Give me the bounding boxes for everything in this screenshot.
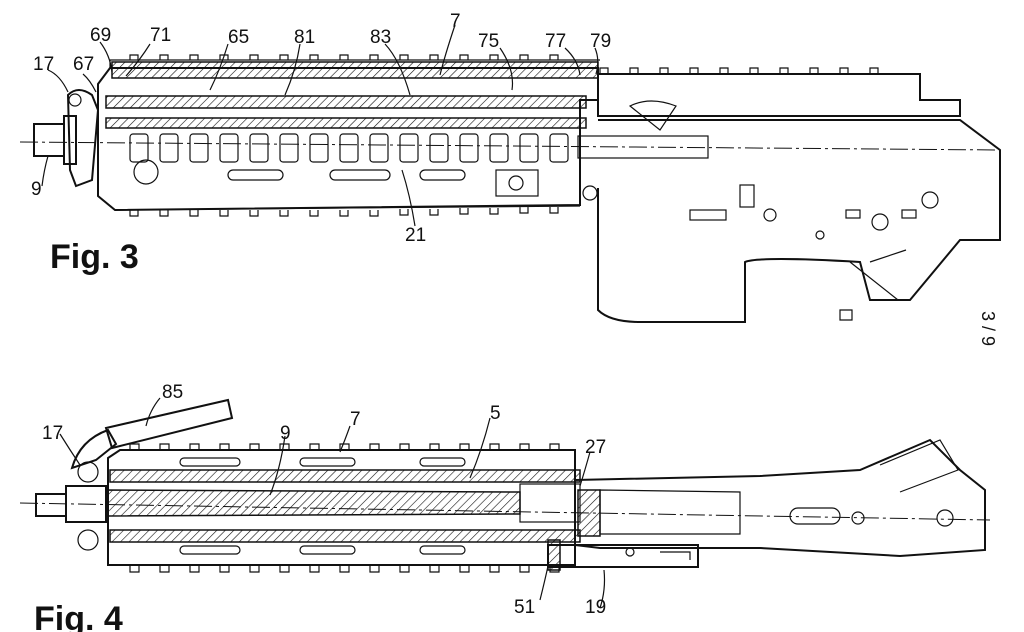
- ref-17-fig4: 17: [42, 423, 64, 444]
- ref-85: 85: [162, 382, 184, 403]
- ref-21: 21: [405, 225, 427, 246]
- ref-9-fig4: 9: [280, 423, 291, 444]
- ref-9-fig3: 9: [31, 179, 42, 200]
- ref-27: 27: [585, 437, 607, 458]
- ref-65: 65: [228, 27, 250, 48]
- figure-3-title: Fig. 3: [50, 238, 139, 276]
- ref-7-fig4: 7: [350, 409, 361, 430]
- ref-77: 77: [545, 31, 567, 52]
- ref-19: 19: [585, 597, 607, 618]
- fig3-drawing: [19, 24, 1001, 323]
- sheet-number: 3 / 9: [978, 310, 999, 347]
- fig4-drawing: [19, 397, 991, 609]
- ref-81: 81: [294, 27, 316, 48]
- ref-17-fig3: 17: [33, 54, 55, 75]
- ref-5: 5: [490, 403, 501, 424]
- ref-83: 83: [370, 27, 392, 48]
- ref-69: 69: [90, 25, 112, 46]
- ref-67: 67: [73, 54, 95, 75]
- ref-51: 51: [514, 597, 536, 618]
- ref-79: 79: [590, 31, 612, 52]
- ref-71: 71: [150, 25, 172, 46]
- figure-4-title: Fig. 4: [34, 600, 123, 632]
- ref-75: 75: [478, 31, 500, 52]
- ref-7-fig3: 7: [450, 11, 461, 32]
